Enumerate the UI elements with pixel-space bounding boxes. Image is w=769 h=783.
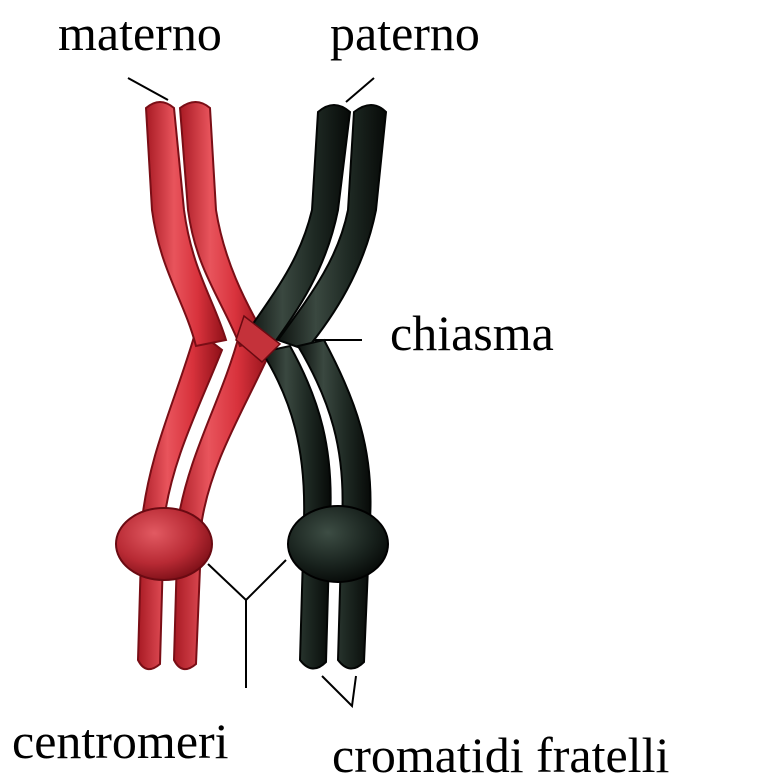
sister-chromatids-label: cromatidi fratelli [332, 730, 669, 780]
maternal-chromosome [116, 102, 272, 669]
paternal-label: paterno [330, 8, 480, 58]
paternal-chromosome [246, 105, 388, 669]
centromere-leader-line [208, 560, 286, 600]
maternal-leader-line [128, 78, 168, 100]
paternal-leader-line [346, 78, 374, 102]
chiasma-label: chiasma [390, 308, 554, 358]
paternal-centromere [288, 506, 388, 582]
paternal-chromatid-lower-left [262, 346, 331, 669]
maternal-centromere [116, 508, 212, 580]
sister-chromatid-leader-line [322, 676, 356, 706]
centromeres-label: centromeri [12, 716, 229, 766]
maternal-label: materno [58, 8, 222, 58]
